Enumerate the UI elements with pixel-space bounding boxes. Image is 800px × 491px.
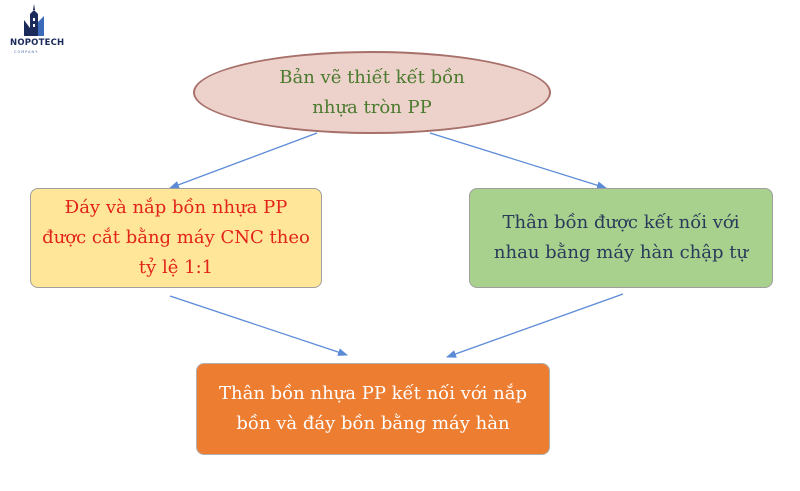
node-cnc-cutting: Đáy và nắp bồn nhựa PP được cắt bằng máy…: [30, 188, 322, 288]
arrow-right-to-bottom: [446, 293, 624, 358]
node-cnc-cutting-label: Đáy và nắp bồn nhựa PP được cắt bằng máy…: [42, 197, 310, 278]
logo-mark-icon: [24, 4, 44, 36]
node-body-welding: Thân bồn được kết nối với nhau bằng máy …: [469, 188, 773, 288]
node-design-drawing-label: Bản vẽ thiết kết bồn nhựa tròn PP: [279, 66, 465, 118]
arrow-top-to-left: [169, 132, 318, 189]
arrow-left-to-bottom: [169, 295, 348, 356]
nopotech-logo: NOPOTECH COMPANY: [4, 4, 64, 62]
logo-tagline: COMPANY: [14, 50, 39, 54]
node-design-drawing: Bản vẽ thiết kết bồn nhựa tròn PP: [193, 51, 551, 134]
arrow-top-to-right: [429, 132, 607, 190]
node-final-assembly-label: Thân bồn nhựa PP kết nối với nắp bồn và …: [218, 383, 528, 434]
node-final-assembly: Thân bồn nhựa PP kết nối với nắp bồn và …: [196, 363, 550, 455]
logo-name: NOPOTECH: [10, 38, 65, 48]
node-body-welding-label: Thân bồn được kết nối với nhau bằng máy …: [493, 212, 749, 263]
